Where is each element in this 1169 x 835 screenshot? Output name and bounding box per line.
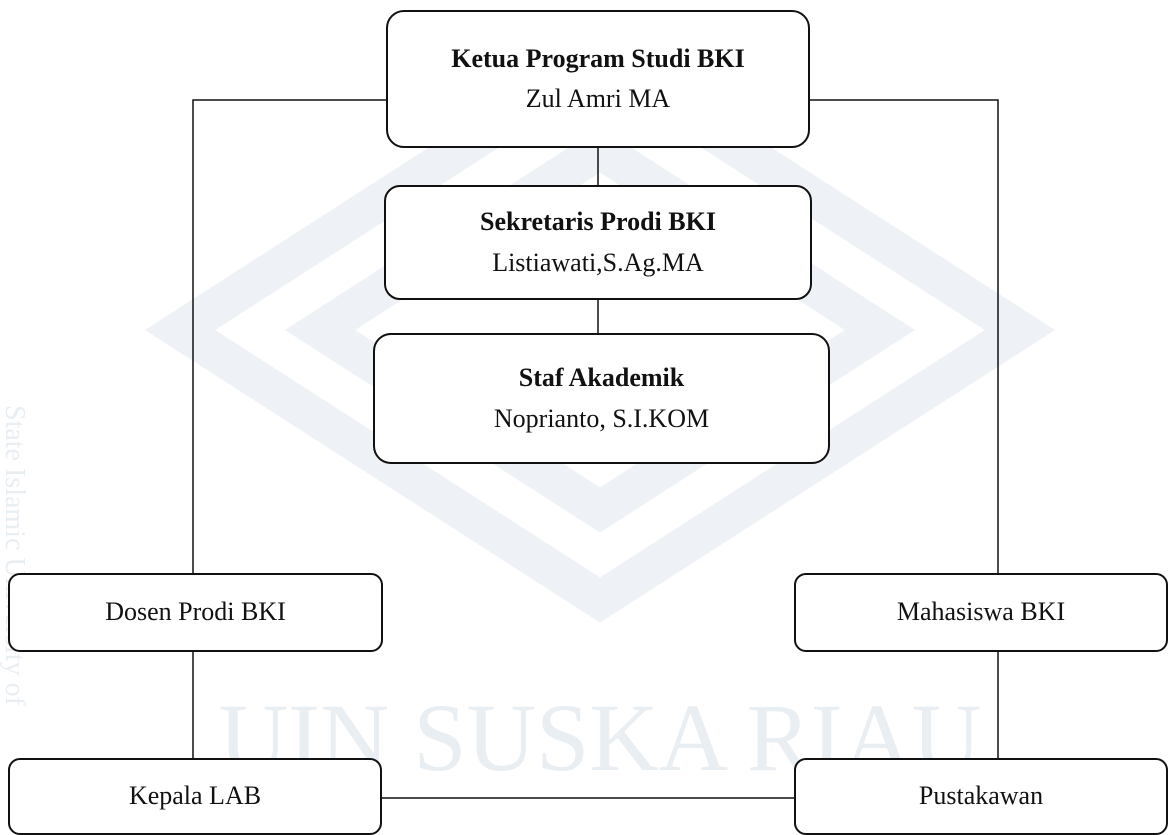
kepala-lab-label: Kepala LAB (128, 781, 262, 811)
dosen-box: Dosen Prodi BKI (8, 573, 383, 652)
kepala-lab-box: Kepala LAB (8, 758, 382, 835)
connector-ketua-dosen (192, 99, 386, 573)
mahasiswa-label: Mahasiswa BKI (896, 597, 1066, 627)
sekretaris-title: Sekretaris Prodi BKI (480, 207, 716, 237)
pustakawan-label: Pustakawan (918, 781, 1044, 811)
pustakawan-box: Pustakawan (794, 758, 1168, 835)
staf-box: Staf Akademik Noprianto, S.I.KOM (373, 333, 830, 464)
mahasiswa-box: Mahasiswa BKI (794, 573, 1168, 652)
connector-ketua-mahasiswa (810, 99, 999, 573)
sekretaris-box: Sekretaris Prodi BKI Listiawati,S.Ag.MA (384, 185, 812, 300)
ketua-title: Ketua Program Studi BKI (451, 43, 745, 73)
sekretaris-name: Listiawati,S.Ag.MA (492, 247, 704, 277)
dosen-label: Dosen Prodi BKI (105, 597, 286, 627)
staf-title: Staf Akademik (518, 363, 685, 393)
ketua-box: Ketua Program Studi BKI Zul Amri MA (386, 10, 810, 148)
staf-name: Noprianto, S.I.KOM (493, 403, 710, 433)
ketua-name: Zul Amri MA (525, 84, 671, 113)
